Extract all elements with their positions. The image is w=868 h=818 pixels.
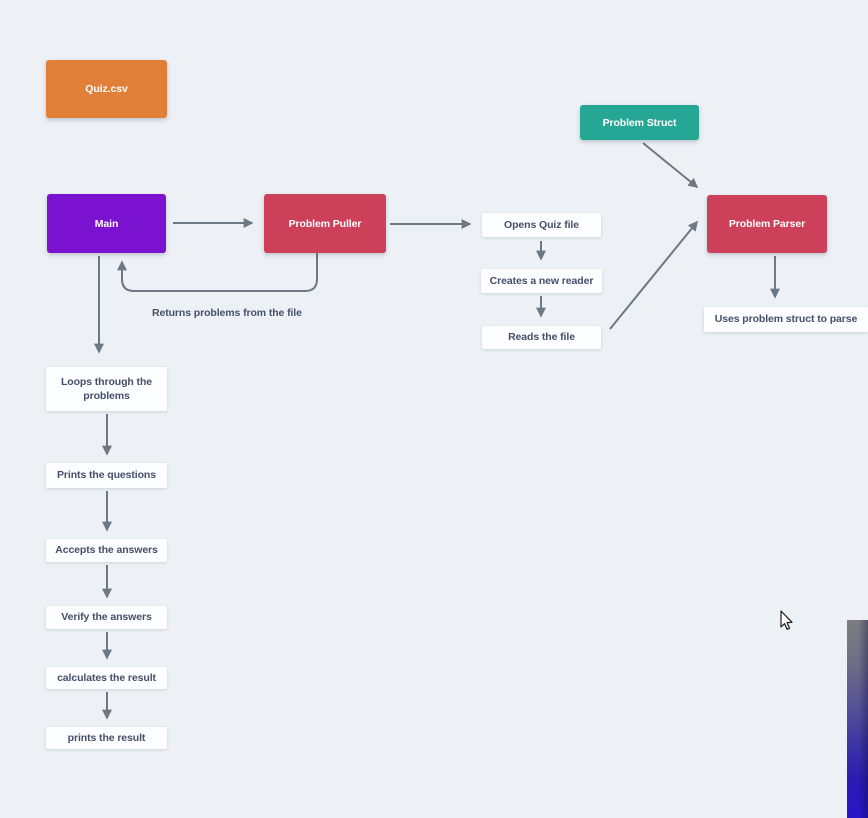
node-prints-result[interactable]: prints the result <box>46 727 167 749</box>
node-uses-problem-struct[interactable]: Uses problem struct to parse <box>704 307 868 332</box>
edge-reads-file-to-problem-parser[interactable] <box>609 220 699 330</box>
node-calculates-result[interactable]: calculates the result <box>46 667 167 689</box>
node-quiz-csv[interactable]: Quiz.csv <box>46 60 167 118</box>
node-creates-new-reader[interactable]: Creates a new reader <box>481 269 602 293</box>
node-loops-through-problems[interactable]: Loops through the problems <box>46 367 167 411</box>
node-prints-questions[interactable]: Prints the questions <box>46 463 167 488</box>
node-main[interactable]: Main <box>47 194 166 253</box>
node-opens-quiz-file[interactable]: Opens Quiz file <box>482 213 601 237</box>
node-problem-puller[interactable]: Problem Puller <box>264 194 386 253</box>
node-problem-parser[interactable]: Problem Parser <box>707 195 827 253</box>
node-accepts-answers[interactable]: Accepts the answers <box>46 539 167 562</box>
edge-problem-struct-to-problem-parser[interactable] <box>642 142 699 189</box>
edge-problem-puller-return-to-main[interactable] <box>117 253 318 292</box>
node-problem-struct[interactable]: Problem Struct <box>580 105 699 140</box>
node-reads-file[interactable]: Reads the file <box>482 326 601 349</box>
node-verify-answers[interactable]: Verify the answers <box>46 606 167 629</box>
edge-label-returns-problems[interactable]: Returns problems from the file <box>152 307 302 319</box>
right-edge-overlay <box>847 620 868 818</box>
